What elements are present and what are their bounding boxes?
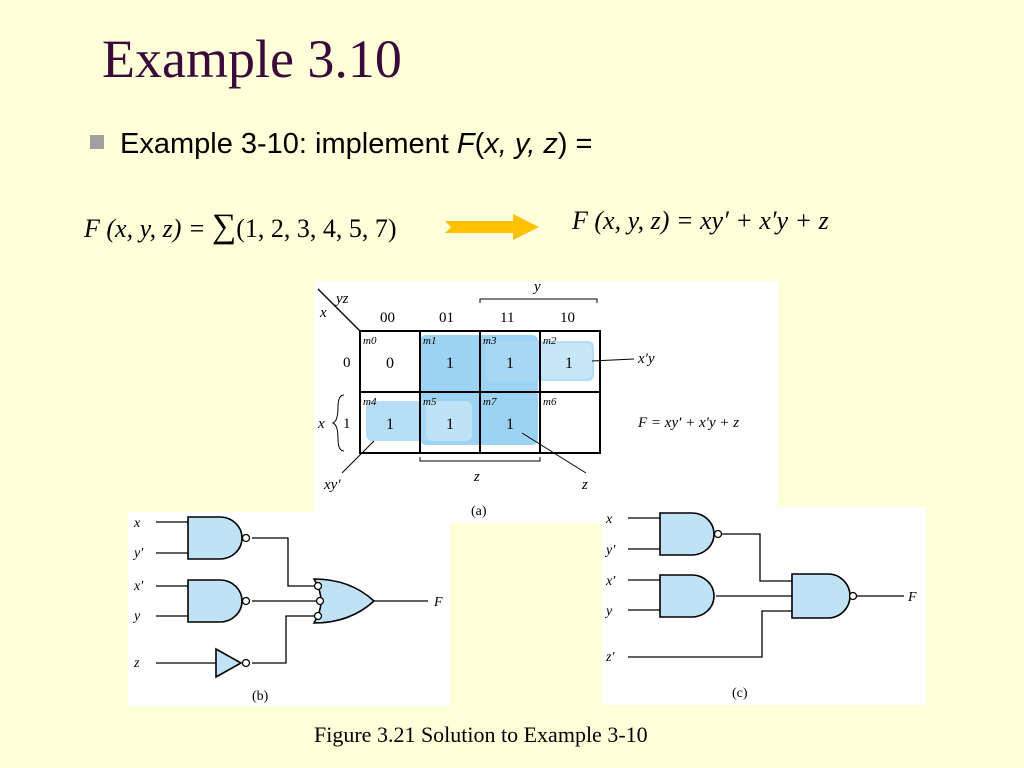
equation-minterm-sum: F (x, y, z) = ∑(1, 2, 3, 4, 5, 7) xyxy=(84,208,397,245)
input-b-x: x xyxy=(133,516,141,531)
input-c-zp: z′ xyxy=(605,650,615,665)
circuit-c-panel: x y′ x′ y z′ F (c) xyxy=(602,507,926,705)
y-bracket-label: y xyxy=(532,281,541,295)
circuit-b-panel: x y′ x′ y z F xyxy=(128,512,450,706)
bullet-square-icon xyxy=(90,135,104,150)
output-c-F: F xyxy=(907,590,917,605)
input-b-y: y xyxy=(132,609,141,624)
col-header-10: 10 xyxy=(560,310,575,326)
cell-value-m3: 1 xyxy=(506,355,514,372)
input-c-yp: y′ xyxy=(604,543,616,558)
output-b-F: F xyxy=(433,595,443,610)
equation-simplified: F (x, y, z) = xy′ + x′y + z xyxy=(572,206,829,235)
cell-value-m5: 1 xyxy=(446,416,454,433)
karnaugh-map-panel: yz x y 00 01 11 10 0 1 x m0 m1 m3 m2 m4 … xyxy=(314,279,778,523)
nand-gate-2 xyxy=(187,579,243,623)
nand-gate-c-out xyxy=(791,573,851,619)
row-header-0: 0 xyxy=(343,355,351,371)
circuit-b: x y′ x′ y z F xyxy=(132,516,443,704)
cell-value-m7: 1 xyxy=(506,416,514,433)
panel-label-a: (a) xyxy=(471,504,487,519)
label-xyp: xy′ xyxy=(323,477,341,493)
nand-gate-1 xyxy=(187,516,243,560)
col-var-label: yz xyxy=(334,291,349,307)
nand-gate-c1 xyxy=(659,512,715,556)
col-header-00: 00 xyxy=(380,310,395,326)
row-header-1: 1 xyxy=(343,416,351,432)
cell-value-m2: 1 xyxy=(565,355,573,372)
input-c-y: y xyxy=(604,604,613,619)
col-header-01: 01 xyxy=(439,310,454,326)
minterm-m7: m7 xyxy=(483,396,497,408)
cell-value-m1: 1 xyxy=(446,355,454,372)
input-b-yp: y′ xyxy=(132,546,144,561)
figure-caption: Figure 3.21 Solution to Example 3-10 xyxy=(314,722,648,747)
circuit-c: x y′ x′ y z′ F (c) xyxy=(604,512,917,701)
karnaugh-map: yz x y 00 01 11 10 0 1 x m0 m1 m3 m2 m4 … xyxy=(317,279,739,519)
minterm-m6: m6 xyxy=(543,396,557,408)
input-c-xp: x′ xyxy=(605,574,616,589)
minterm-m0: m0 xyxy=(363,335,377,347)
cell-value-m0: 0 xyxy=(386,355,394,372)
kmap-function: F = xy′ + x′y + z xyxy=(637,415,739,431)
z-bracket-label: z xyxy=(473,469,480,485)
x-bracket-label: x xyxy=(317,416,325,432)
minterm-m5: m5 xyxy=(423,396,437,408)
panel-label-b: (b) xyxy=(252,689,269,704)
bullet-text: Example 3-10: implement F(x, y, z) = xyxy=(90,128,593,161)
slide-title: Example 3.10 xyxy=(102,29,402,89)
input-c-x: x xyxy=(605,512,613,527)
input-b-z: z xyxy=(133,656,140,671)
arrow-right-icon xyxy=(445,214,539,240)
minterm-m2: m2 xyxy=(543,335,557,347)
minterm-m4: m4 xyxy=(363,396,377,408)
minterm-m1: m1 xyxy=(423,335,436,347)
minterm-m3: m3 xyxy=(483,335,497,347)
input-b-xp: x′ xyxy=(133,579,144,594)
col-header-11: 11 xyxy=(500,310,514,326)
label-xpy: x′y xyxy=(637,351,655,367)
and-gate-c2 xyxy=(659,574,715,618)
cell-value-m4: 1 xyxy=(386,416,394,433)
panel-label-c: (c) xyxy=(732,686,748,701)
row-var-label: x xyxy=(319,305,327,321)
label-z: z xyxy=(581,477,588,493)
inverter-gate xyxy=(215,647,243,679)
